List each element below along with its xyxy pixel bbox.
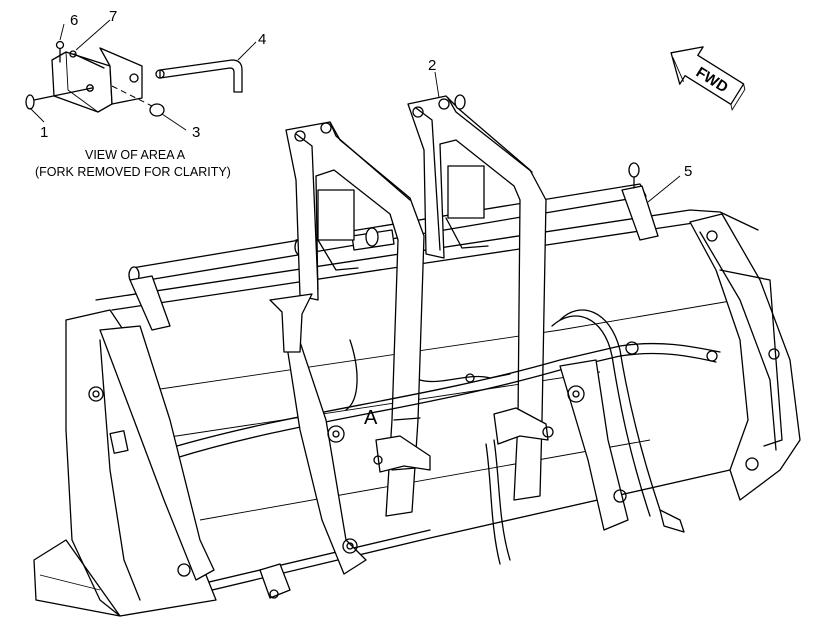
callout-4: 4 — [258, 31, 266, 48]
callout-3: 3 — [192, 124, 200, 141]
left-end-bracket — [129, 275, 171, 331]
right-fork — [407, 94, 554, 501]
callout-5: 5 — [684, 163, 692, 180]
callout-7: 7 — [109, 8, 117, 25]
detail-bracket — [99, 47, 143, 105]
lower-arm-mounts — [99, 293, 629, 599]
lower-crossbar — [131, 239, 305, 283]
carriage-crossbars — [128, 162, 659, 331]
callout-2: 2 — [428, 57, 436, 74]
bucket-right-side-plate — [689, 213, 801, 501]
left-fork-upright — [285, 121, 425, 517]
pin-part-3 — [149, 103, 165, 117]
handle-part-4 — [159, 59, 243, 93]
callout-6: 6 — [70, 12, 78, 29]
hydraulic-lines — [169, 309, 721, 565]
right-end-bracket-part-5 — [621, 185, 659, 241]
right-fork-upright — [407, 95, 547, 501]
callout-1: 1 — [40, 124, 48, 141]
area-a-detail-view — [25, 40, 243, 117]
detail-mounting-plate — [51, 51, 113, 113]
caption-line-2: (FORK REMOVED FOR CLARITY) — [35, 165, 231, 179]
fwd-direction-arrow: FWD — [670, 46, 746, 111]
washer-part-1 — [25, 94, 35, 110]
caption-line-1: VIEW OF AREA A — [85, 148, 186, 162]
area-a-label: A — [364, 407, 378, 429]
left-fork — [285, 121, 431, 517]
